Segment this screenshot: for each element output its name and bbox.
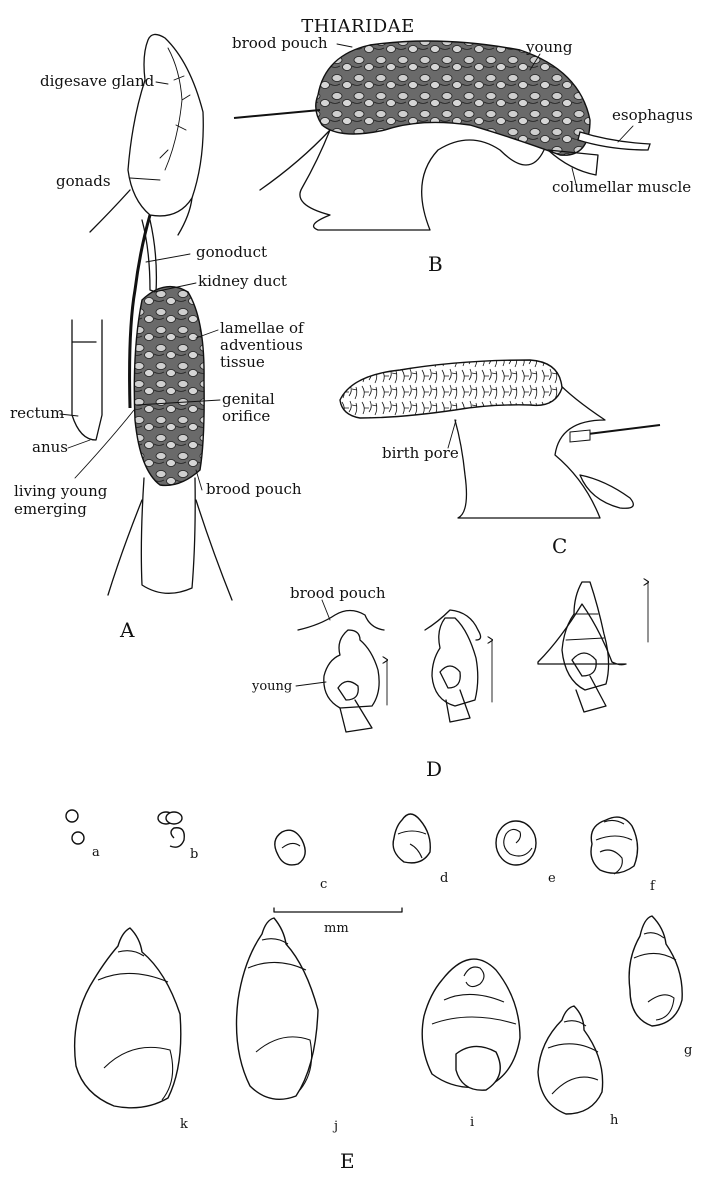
probe-c-tip [570, 430, 590, 442]
brood-pouch-c [340, 360, 562, 418]
young-aperture-d2 [440, 666, 460, 688]
leader-digestive [156, 82, 168, 84]
leader-brood-pouch-a [196, 470, 202, 490]
label-living-young-2: emerging [14, 500, 87, 518]
leader-anus [68, 440, 90, 448]
leader-esophagus [618, 126, 633, 142]
young-foot-d2 [446, 690, 470, 722]
panel-e: a b c d e f mm g h i [66, 810, 692, 1173]
stage-letter-e: e [548, 871, 556, 886]
label-gonoduct: gonoduct [196, 243, 267, 261]
label-esophagus: esophagus [612, 106, 693, 124]
stage-letter-d: d [440, 871, 448, 886]
stage-a-egg-2 [72, 832, 84, 844]
stage-letter-i: i [470, 1115, 474, 1130]
digestive-gland-shape [128, 34, 203, 215]
scale-bar [274, 908, 402, 912]
label-brood-pouch-d: brood pouch [290, 584, 386, 602]
stage-letter-b: b [190, 847, 198, 862]
tentacle-left-a [108, 500, 142, 595]
panel-letter-a: A [119, 618, 135, 642]
stage-letter-j: j [332, 1119, 338, 1134]
young-shell-d1 [324, 630, 379, 708]
label-lamellae-3: tissue [220, 353, 265, 371]
stage-g-shell [629, 916, 682, 1026]
label-digestive-gland: digesave gland [40, 72, 155, 90]
panel-letter-c: C [552, 534, 567, 558]
young-foot-d1 [340, 700, 372, 732]
tail-c [580, 475, 633, 508]
label-brood-pouch-a: brood pouch [206, 480, 302, 498]
stage-letter-g: g [684, 1043, 692, 1058]
label-birth-pore: birth pore [382, 444, 459, 462]
rectum-shape [72, 320, 102, 440]
label-genital-1: genital [222, 390, 275, 408]
stage-i-aperture [456, 1046, 500, 1090]
stage-f-shell [591, 817, 638, 873]
stage-d-shell [393, 814, 430, 863]
leader-brood-pouch-d [322, 600, 330, 620]
stage-c-shell [275, 830, 305, 865]
leader-young-d [296, 682, 326, 686]
stage-letter-h: h [610, 1113, 619, 1128]
panel-b: brood pouch young esophagus columellar m… [232, 34, 693, 276]
tentacle-right-a [196, 500, 232, 600]
label-living-young-1: living young [14, 482, 108, 500]
esophagus-b [578, 132, 650, 150]
label-genital-2: orifice [222, 407, 270, 425]
stage-h-shell [538, 1006, 603, 1114]
stage-letter-a: a [92, 845, 100, 860]
head-foot-a [141, 478, 195, 593]
brood-pouch-b [316, 41, 590, 155]
brood-pouch-d3 [538, 604, 626, 665]
leader-brood-pouch-b [337, 44, 352, 47]
panel-a: digesave gland gonads gonoduct kidney du… [10, 34, 305, 642]
probe-left-b [234, 110, 320, 118]
young-shell-d2 [432, 618, 478, 706]
label-brood-pouch-b: brood pouch [232, 34, 328, 52]
scale-label: mm [324, 921, 349, 936]
kidney-duct-tube [142, 220, 156, 292]
label-young-b: young [525, 38, 573, 56]
stage-letter-f: f [650, 879, 656, 894]
panel-c: birth pore C [340, 360, 660, 558]
leader-gonads [130, 178, 160, 180]
stage-letter-k: k [180, 1117, 188, 1132]
young-shell-d3 [562, 582, 609, 690]
stage-a-egg-1 [66, 810, 78, 822]
stage-j-shell [237, 918, 319, 1099]
leader-living-young [75, 410, 134, 478]
label-columellar-muscle: columellar muscle [552, 178, 691, 196]
label-lamellae-2: adventious [220, 336, 303, 354]
brood-pouch-d1 [298, 611, 384, 631]
brood-pouch-a [134, 287, 204, 486]
stage-letter-c: c [320, 877, 327, 892]
label-rectum: rectum [10, 404, 64, 422]
label-gonads: gonads [56, 172, 111, 190]
brood-pouch-d2 [425, 610, 481, 640]
foot-b [260, 130, 544, 230]
label-kidney-duct: kidney duct [198, 272, 287, 290]
stage-b-embryo-2 [166, 812, 182, 824]
label-young-d: young [251, 679, 292, 694]
young-aperture-d1 [338, 681, 358, 700]
panel-letter-b: B [428, 252, 443, 276]
leader-gonoduct [146, 254, 190, 262]
panel-d: brood pouch young D [251, 582, 648, 781]
panel-letter-e: E [340, 1149, 355, 1173]
stage-k-shell [75, 928, 181, 1108]
young-foot-d3 [576, 676, 606, 712]
label-anus: anus [32, 438, 68, 456]
panel-letter-d: D [426, 757, 442, 781]
label-lamellae-1: lamellae of [220, 319, 305, 337]
stage-b-coil [170, 828, 184, 847]
